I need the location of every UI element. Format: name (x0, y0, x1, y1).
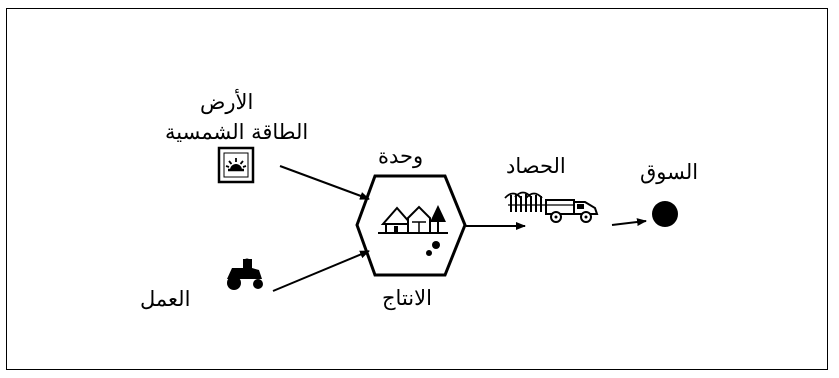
label-land: الأرض (200, 90, 254, 114)
label-market: السوق (640, 160, 699, 184)
tractor-icon (227, 258, 263, 290)
harvester-truck-icon (504, 191, 599, 223)
label-labor: العمل (140, 287, 191, 311)
diagram-frame (6, 8, 828, 370)
farm-hexagon-icon (355, 174, 467, 277)
arrow-solar-to-production (279, 165, 370, 200)
label-production-unit-bottom: الانتاج (382, 286, 432, 310)
sun-icon (217, 146, 255, 184)
label-production-unit-top: وحدة (378, 144, 424, 168)
arrow-harvest-to-market (611, 218, 647, 227)
label-solar-energy: الطاقة الشمسية (165, 120, 309, 144)
label-harvest: الحصاد (506, 154, 566, 178)
arrow-labor-to-production (272, 250, 370, 292)
market-dot-icon (652, 201, 678, 227)
